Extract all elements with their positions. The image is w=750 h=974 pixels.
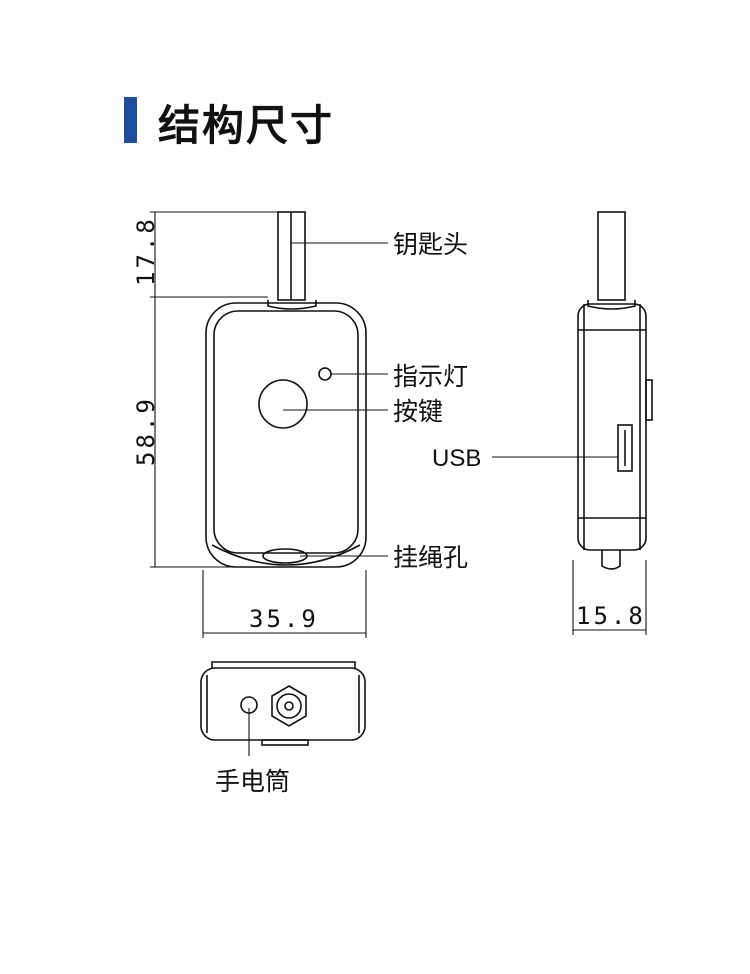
page-title: 结构尺寸 bbox=[158, 101, 335, 150]
front-view bbox=[205, 211, 367, 568]
dim-body-height: 58.9 bbox=[132, 396, 160, 466]
dim-width: 35.9 bbox=[249, 605, 319, 633]
dim-thickness: 15.8 bbox=[576, 602, 646, 630]
label-flashlight: 手电筒 bbox=[215, 767, 290, 796]
front-dimensions bbox=[150, 211, 367, 638]
flashlight-shape bbox=[240, 696, 258, 714]
label-usb: USB bbox=[432, 445, 481, 472]
dim-key-head-height: 17.8 bbox=[132, 216, 160, 286]
hex-connector-shape bbox=[271, 685, 307, 727]
label-indicator: 指示灯 bbox=[393, 362, 468, 391]
title-accent-bar bbox=[124, 97, 137, 143]
side-view bbox=[572, 211, 653, 635]
label-button: 按键 bbox=[393, 397, 443, 426]
device-body-bottom bbox=[200, 667, 366, 741]
label-key-head: 钥匙头 bbox=[393, 230, 468, 259]
device-body-front bbox=[205, 302, 367, 568]
leader-lines bbox=[248, 242, 618, 756]
button-shape bbox=[258, 379, 308, 429]
label-lanyard-hole: 挂绳孔 bbox=[393, 543, 468, 572]
device-body-side bbox=[577, 303, 647, 551]
bottom-view bbox=[200, 661, 366, 746]
usb-port-shape bbox=[617, 424, 633, 472]
indicator-light-shape bbox=[318, 367, 332, 381]
side-key-head-shape bbox=[597, 211, 626, 301]
